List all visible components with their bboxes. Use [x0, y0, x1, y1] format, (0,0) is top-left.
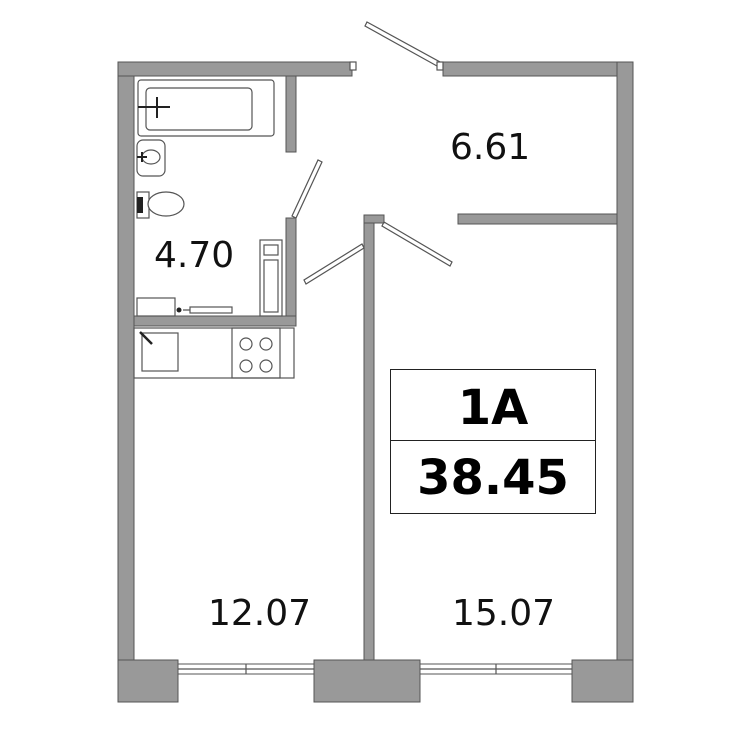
door-entrance [364, 21, 441, 67]
wall-left [117, 61, 135, 703]
wall-bottom-right [571, 659, 634, 703]
doors [291, 21, 453, 285]
burner-icon [239, 337, 253, 351]
wall-hall [457, 213, 618, 225]
kitchen-counter [133, 327, 295, 379]
wall-central [363, 214, 375, 661]
apartment-total-area: 38.45 [417, 450, 569, 506]
room-area-living: 15.07 [452, 593, 556, 634]
apartment-type: 1A [457, 380, 529, 436]
wall-top-right [442, 61, 634, 77]
washing-machine [136, 297, 176, 317]
door-bathroom [291, 159, 323, 219]
wall-bath-bottom [133, 315, 297, 327]
room-area-kitchen: 12.07 [208, 593, 312, 634]
stove [231, 327, 281, 379]
walls [117, 61, 634, 703]
wall-bottom-left [117, 659, 179, 703]
wall-bath-right [285, 217, 297, 327]
badge-divider [391, 440, 595, 441]
wall-central-cap [363, 214, 385, 224]
windows [177, 663, 573, 675]
door-living [381, 221, 453, 267]
apartment-badge: 1A 38.45 [390, 369, 596, 514]
door-kitchen [303, 243, 365, 285]
kitchen-sink [141, 332, 179, 372]
room-area-hall: 6.61 [450, 127, 531, 168]
wall-top-left [117, 61, 353, 77]
kitchen-fixtures [133, 327, 295, 379]
bath-cabinet [259, 239, 283, 317]
bathroom-fixtures [136, 79, 283, 317]
room-area-bathroom: 4.70 [154, 235, 235, 276]
wall-right [616, 61, 634, 703]
wall-bath-stub [285, 75, 297, 153]
wall-bottom-middle [313, 659, 421, 703]
